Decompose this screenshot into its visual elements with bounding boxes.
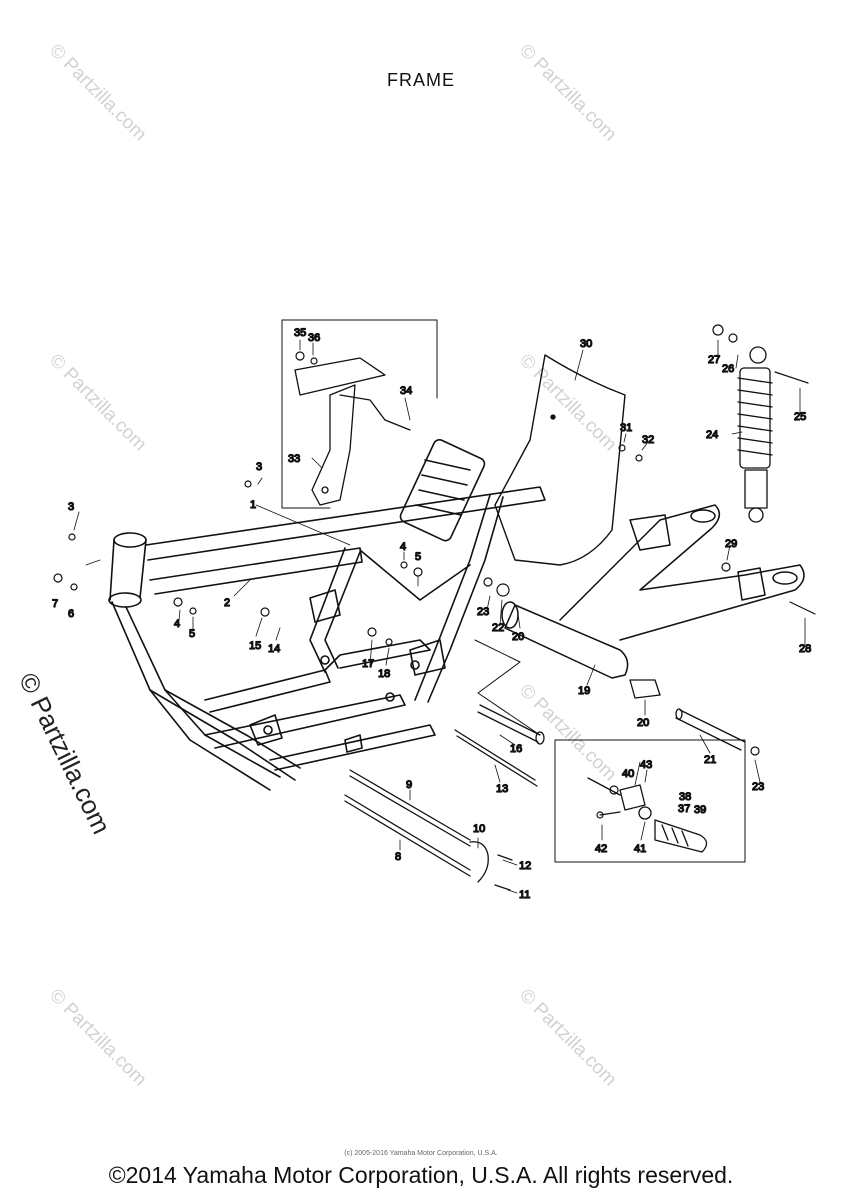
callout-6: 6 (68, 608, 74, 620)
callout-4: 4 (400, 541, 406, 553)
callout-10: 10 (473, 823, 485, 835)
callout-32: 32 (642, 434, 654, 446)
callout-22: 22 (492, 622, 504, 634)
callout-14: 14 (268, 643, 280, 655)
callout-13: 13 (496, 783, 508, 795)
callout-31: 31 (620, 422, 632, 434)
callout-30: 30 (580, 338, 592, 350)
inset-box-footrest (554, 739, 746, 863)
callout-3: 3 (68, 501, 74, 513)
callout-41: 41 (634, 843, 646, 855)
callout-19: 19 (578, 685, 590, 697)
callout-42: 42 (595, 843, 607, 855)
callout-26: 26 (722, 363, 734, 375)
callout-3: 3 (256, 461, 262, 473)
shock-absorber (737, 346, 773, 523)
callout-40: 40 (622, 768, 634, 780)
callout-38: 38 (679, 791, 691, 803)
page-title: FRAME (387, 70, 455, 90)
inset-box-bracket (281, 319, 438, 509)
swing-arm (501, 504, 805, 679)
callout-25: 25 (794, 411, 806, 423)
callout-16: 16 (510, 743, 522, 755)
callout-21: 21 (704, 754, 716, 766)
callout-2: 2 (224, 597, 230, 609)
callout-35: 35 (294, 327, 306, 339)
callout-4: 4 (174, 618, 180, 630)
callout-17: 17 (362, 658, 374, 670)
fine-print: (c) 2005-2016 Yamaha Motor Corporation, … (344, 1150, 498, 1157)
callout-27: 27 (708, 354, 720, 366)
callout-29: 29 (725, 538, 737, 550)
callout-7: 7 (52, 598, 58, 610)
callout-37: 37 (678, 803, 690, 815)
callout-12: 12 (519, 860, 531, 872)
callout-18: 18 (378, 668, 390, 680)
callout-8: 8 (395, 851, 401, 863)
leader-lines (73, 339, 806, 894)
rear-fender (494, 354, 626, 566)
callout-20: 20 (512, 631, 524, 643)
callout-23: 23 (477, 606, 489, 618)
callout-15: 15 (249, 640, 261, 652)
callout-5: 5 (415, 551, 421, 563)
footrest-assembly (587, 777, 708, 853)
callout-28: 28 (799, 643, 811, 655)
callout-labels: 1 2 3 3 4 4 5 5 6 7 8 9 10 11 12 13 14 1… (51, 326, 812, 901)
callout-23: 23 (752, 781, 764, 793)
callout-34: 34 (400, 385, 412, 397)
callout-20: 20 (637, 717, 649, 729)
copyright-notice: ©2014 Yamaha Motor Corporation, U.S.A. A… (108, 1162, 734, 1188)
fasteners (53, 324, 816, 819)
callout-43: 43 (640, 759, 652, 771)
main-frame (108, 438, 546, 791)
pivot-parts (344, 679, 746, 891)
callout-1: 1 (250, 499, 256, 511)
callout-33: 33 (288, 453, 300, 465)
callout-39: 39 (694, 804, 706, 816)
callout-24: 24 (706, 429, 718, 441)
callout-5: 5 (189, 628, 195, 640)
inset-box-pivot (474, 639, 541, 736)
callout-11: 11 (519, 889, 530, 901)
callout-36: 36 (308, 332, 320, 344)
callout-9: 9 (406, 779, 412, 791)
bracket-inset (294, 357, 411, 506)
